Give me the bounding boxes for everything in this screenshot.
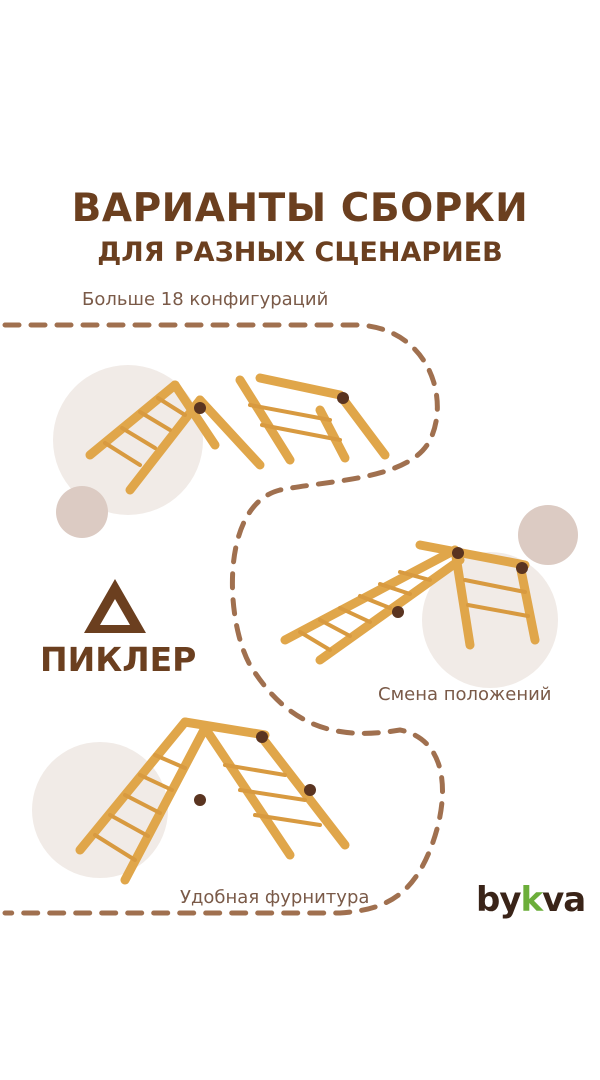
dashed-route xyxy=(2,322,445,916)
decor-circle xyxy=(32,742,168,878)
ladder-ramp xyxy=(280,540,540,665)
brand-logo: bykva xyxy=(476,880,586,920)
decor-circle xyxy=(56,486,108,538)
page-subtitle: ДЛЯ РАЗНЫХ СЦЕНАРИЕВ xyxy=(97,237,503,268)
product-name: ПИКЛЕР xyxy=(40,640,197,679)
decor-circle xyxy=(518,505,578,565)
caption-hardware: Удобная фурнитура xyxy=(180,887,370,908)
logo-part: va xyxy=(542,880,586,920)
logo-part: by xyxy=(476,880,522,920)
ladder-triangle xyxy=(75,717,350,885)
ladder-double-triangle xyxy=(85,373,390,495)
caption-configurations: Больше 18 конфигураций xyxy=(82,289,329,310)
triangle-logo-icon xyxy=(40,575,190,641)
caption-positions: Смена положений xyxy=(378,684,552,705)
page-title: ВАРИАНТЫ СБОРКИ xyxy=(71,186,529,231)
logo-part: k xyxy=(520,880,544,920)
hardware-knobs xyxy=(194,392,528,806)
